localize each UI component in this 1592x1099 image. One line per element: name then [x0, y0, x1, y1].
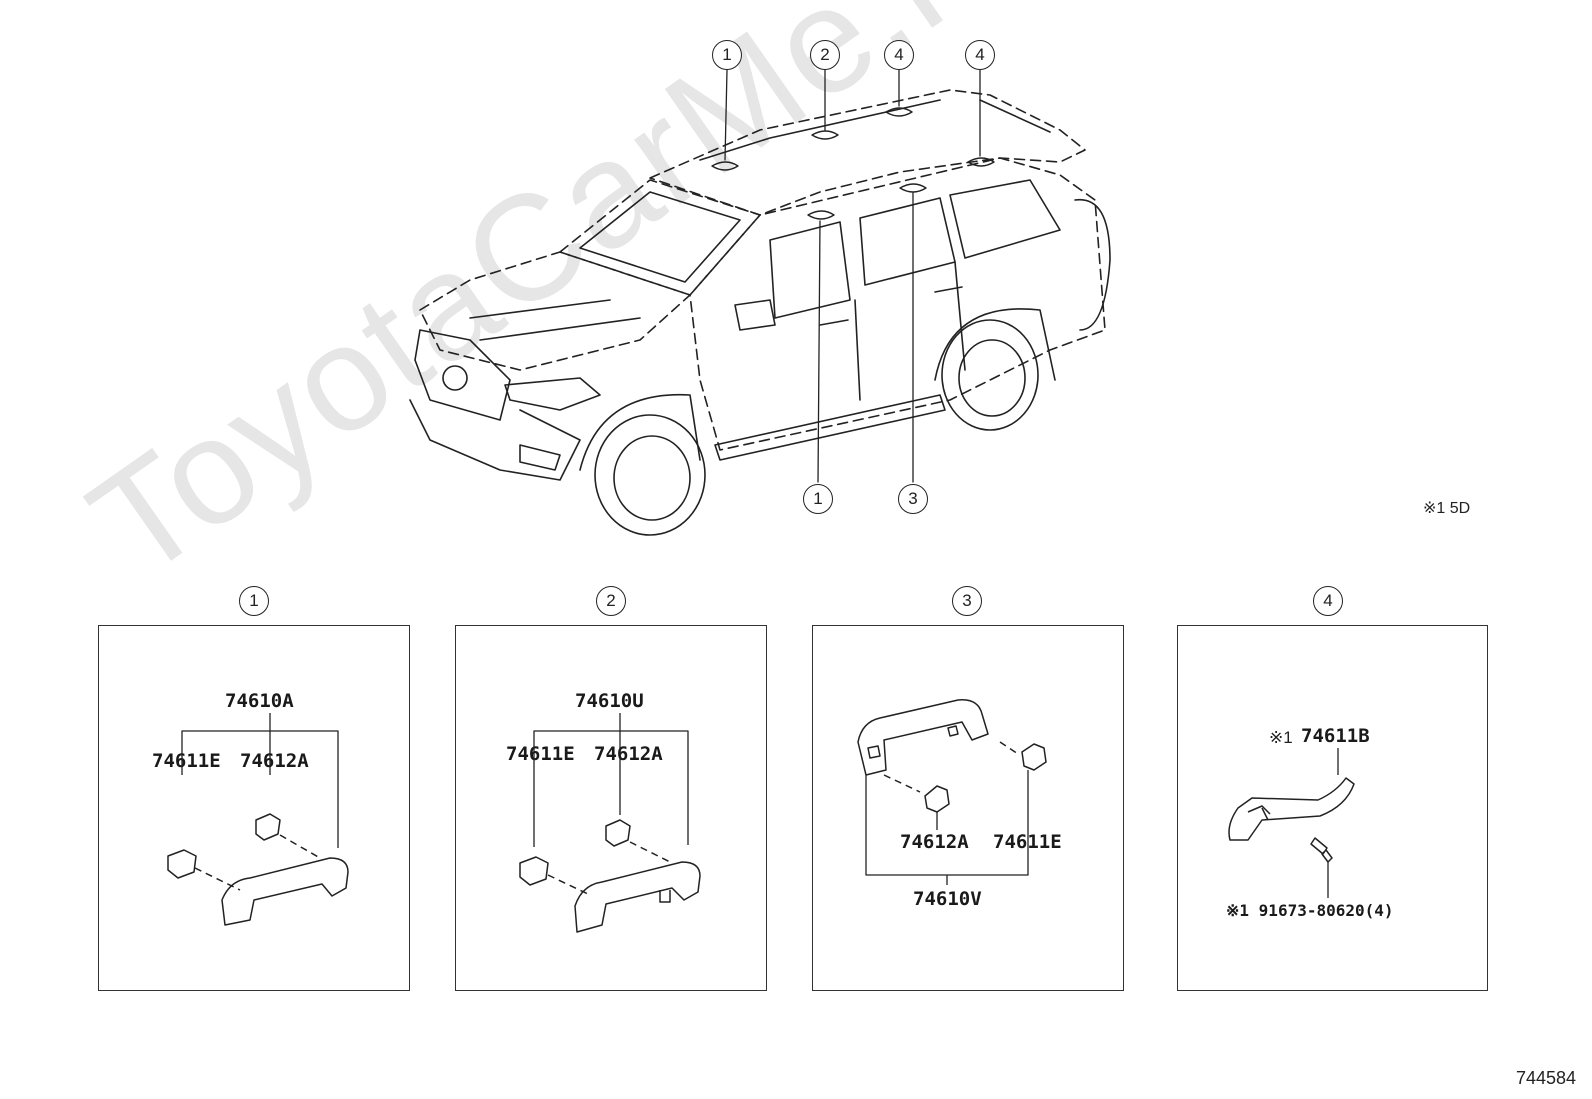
panel-2-right-clip-label: 74612A [594, 743, 663, 765]
door-line-2 [954, 261, 966, 371]
panel-4-number: 4 [1313, 586, 1343, 616]
panel-1 [98, 625, 410, 991]
panel-4-grip-label: 74611B [1301, 725, 1370, 747]
panel-2-left-clip-label: 74611E [506, 743, 575, 765]
document-id: 744584 [1516, 1068, 1577, 1088]
panel-3-right-clip-label: 74611E [993, 831, 1062, 853]
panel-4-bolt [1310, 837, 1333, 863]
callout-2-top: 2 [810, 40, 840, 70]
front-arch [579, 393, 701, 471]
door-handle-2 [934, 286, 963, 293]
grip-mark-4b [967, 157, 995, 167]
panel-1-number: 1 [239, 586, 269, 616]
roof-rail-rear [979, 99, 1051, 133]
body-side [689, 157, 1106, 451]
leader-1-bottom [817, 220, 821, 483]
grip-mark-2 [811, 130, 839, 140]
mirror [734, 299, 776, 331]
grip-mark-1b [807, 210, 835, 220]
note-5d: ※1 5D [1423, 500, 1471, 517]
rear-arch [934, 308, 1056, 381]
panel-3-clip-right [1021, 743, 1047, 771]
callout-1-top: 1 [712, 40, 742, 70]
windshield-inner [579, 191, 741, 283]
panel-1-left-clip-label: 74611E [152, 750, 221, 772]
front-wheel [594, 414, 706, 536]
callout-4-top-rear: 4 [965, 40, 995, 70]
door-line-1 [854, 299, 861, 401]
panel-4-bolt-label: ※1 91673-80620(4) [1226, 901, 1394, 920]
roof-rail [699, 99, 941, 161]
spare-tire [1074, 198, 1111, 331]
panel-1-clip-right [255, 813, 281, 841]
panel-2 [455, 625, 767, 991]
panel-2-assembly-label: 74610U [575, 690, 644, 712]
panel-1-grip [221, 857, 349, 926]
emblem [442, 365, 468, 391]
door-handle-1 [819, 319, 849, 326]
callout-3-bottom: 3 [898, 484, 928, 514]
panel-2-grip [574, 861, 701, 933]
panel-3-number: 3 [952, 586, 982, 616]
hood-crease [469, 299, 641, 341]
grip-mark-3 [899, 183, 927, 193]
panel-1-assembly-label: 74610A [225, 690, 294, 712]
panel-2-clip-left [519, 856, 549, 886]
bumper [409, 399, 581, 481]
callout-4-top: 4 [884, 40, 914, 70]
callout-1-bottom: 1 [803, 484, 833, 514]
panel-3-grip [857, 699, 989, 776]
grille [414, 329, 511, 421]
side-step [714, 394, 946, 461]
panel-1-right-clip-label: 74612A [240, 750, 309, 772]
grip-mark-4a [885, 107, 913, 117]
panel-1-clip-left [167, 849, 197, 879]
rear-wheel-rim [958, 339, 1026, 417]
panel-4 [1177, 625, 1488, 991]
roof-outline [649, 89, 1086, 216]
panel-2-number: 2 [596, 586, 626, 616]
panel-3 [812, 625, 1124, 991]
rear-wheel [941, 319, 1039, 431]
headlamp [504, 377, 601, 411]
panel-3-left-clip-label: 74612A [900, 831, 969, 853]
hood [419, 251, 691, 371]
panel-2-clip-right [605, 819, 631, 847]
vehicle-drawing [409, 69, 1111, 536]
panel-3-assembly-label: 74610V [913, 888, 982, 910]
leader-1-top [724, 69, 728, 161]
panel-3-clip-left [924, 785, 950, 813]
grip-mark-1 [711, 161, 739, 171]
panel-4-grip-mark: ※1 [1269, 728, 1293, 747]
foglamp [519, 444, 561, 471]
front-wheel-rim [613, 435, 691, 521]
panel-4-grip [1228, 777, 1355, 841]
